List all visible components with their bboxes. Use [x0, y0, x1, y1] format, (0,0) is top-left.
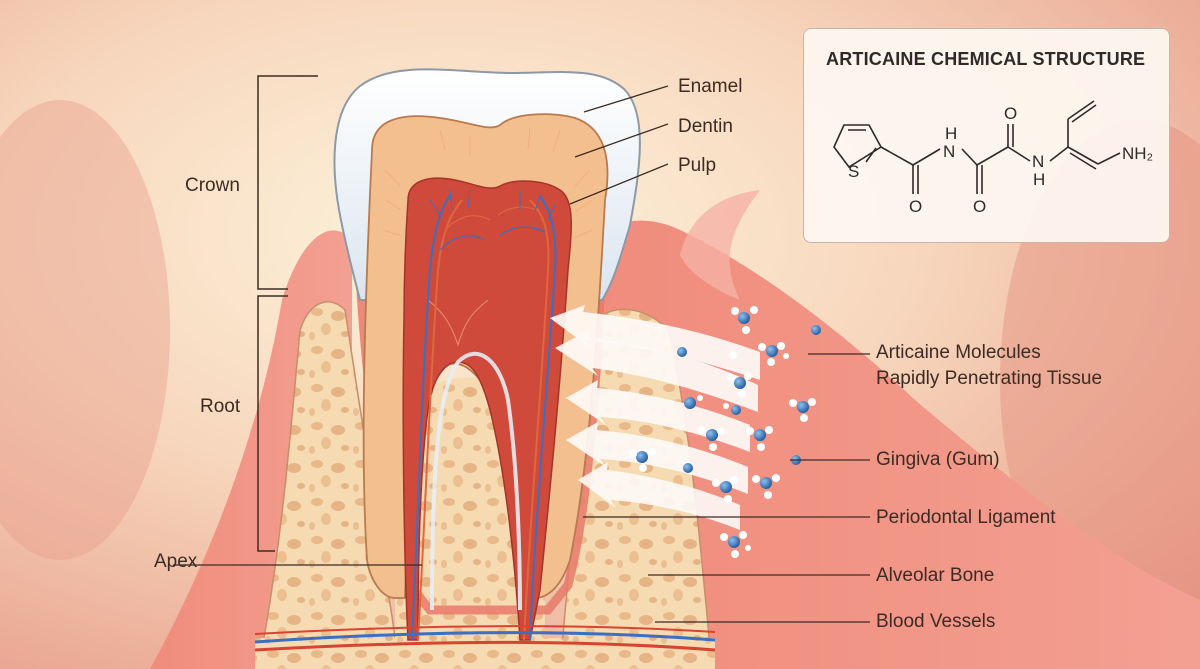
atom-n-right: N [1032, 152, 1044, 171]
label-crown: Crown [185, 175, 240, 196]
atom-n-left: N [943, 142, 955, 161]
atom-sulfur: S [848, 162, 859, 181]
atom-o-top: O [1004, 104, 1017, 123]
label-alveolar-bone: Alveolar Bone [876, 565, 995, 586]
atom-h-bottom: H [1033, 170, 1045, 189]
label-blood-vessels: Blood Vessels [876, 611, 996, 632]
label-molecules-line2: Rapidly Penetrating Tissue [876, 368, 1103, 389]
atom-o-bottom-mid: O [973, 197, 986, 216]
label-dentin: Dentin [678, 116, 733, 137]
label-gingiva: Gingiva (Gum) [876, 449, 1000, 470]
label-root: Root [200, 396, 241, 417]
atom-o-bottom-left: O [909, 197, 922, 216]
penetration-arrows [550, 305, 760, 530]
articaine-structure-drawing: S H N O N H O O NH₂ [833, 100, 1153, 216]
crown-root-brackets [257, 75, 318, 552]
label-molecules-line1: Articaine Molecules [876, 342, 1041, 363]
label-apex: Apex [154, 551, 198, 572]
alveolar-bone-left [257, 301, 401, 669]
atom-nh2: NH₂ [1122, 144, 1153, 163]
atom-h-top: H [945, 124, 957, 143]
label-periodontal-ligament: Periodontal Ligament [876, 507, 1056, 528]
label-articaine-molecules: Articaine Molecules Rapidly Penetrating … [876, 340, 1102, 392]
blood-vessels [254, 625, 716, 652]
label-pulp: Pulp [678, 155, 717, 176]
label-enamel: Enamel [678, 76, 743, 97]
dentin-tubules [382, 127, 593, 239]
pulp [402, 177, 572, 641]
leader-lines [173, 85, 870, 623]
structure-panel-title: ARTICAINE CHEMICAL STRUCTURE [826, 49, 1146, 69]
articaine-structure-panel: ARTICAINE CHEMICAL STRUCTURE [803, 28, 1170, 243]
pulp-vessels [411, 189, 557, 641]
